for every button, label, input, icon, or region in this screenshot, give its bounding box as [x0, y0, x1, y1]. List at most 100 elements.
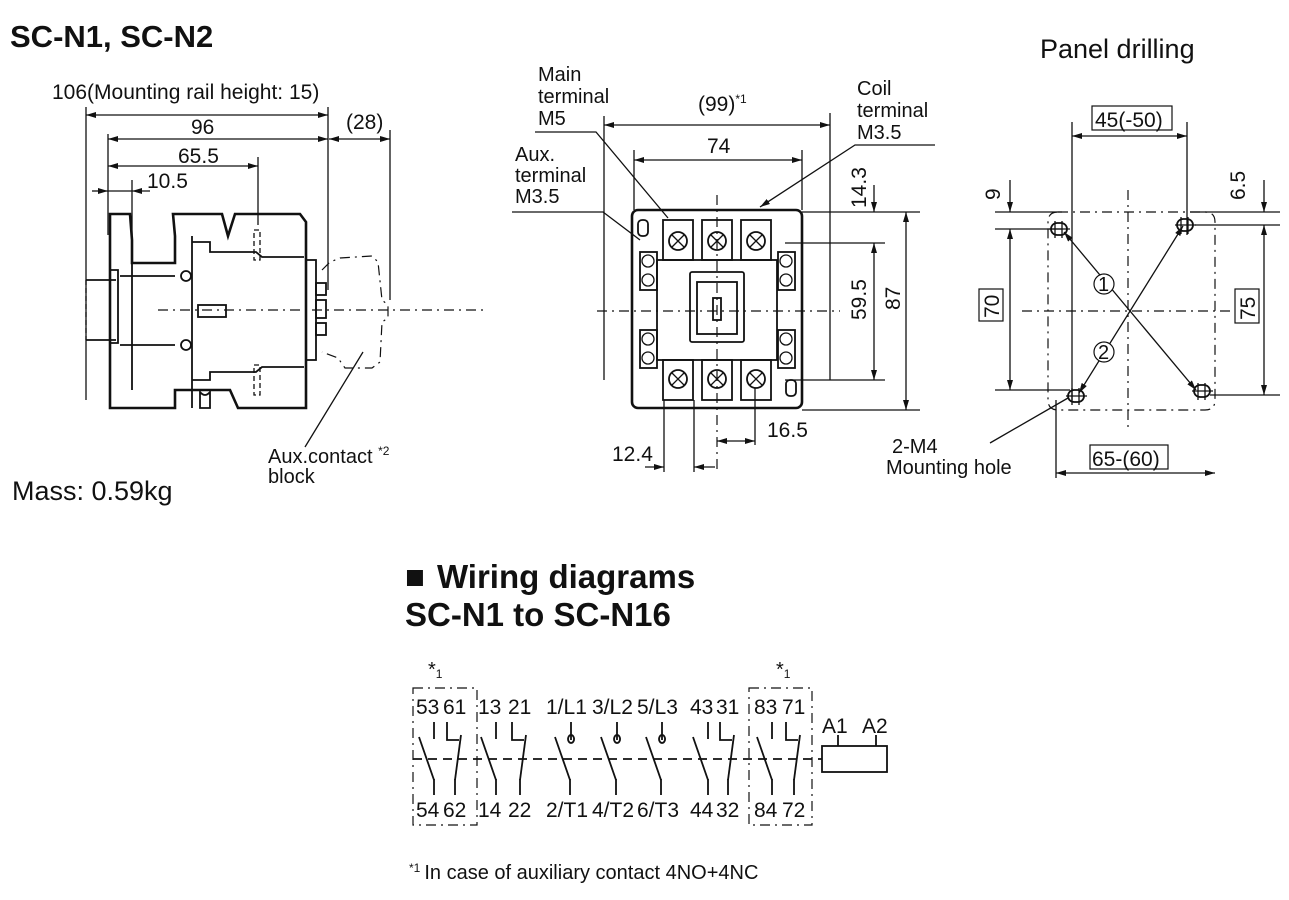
- contact-blade: [554, 736, 571, 781]
- star-right: *1: [776, 659, 791, 681]
- dim-87: 87: [882, 287, 905, 310]
- dim-65: 65-(60): [1092, 448, 1160, 471]
- terminal-stud: [315, 282, 327, 296]
- contactor-footprint: [1047, 211, 1216, 411]
- contact-bottom-label: 84: [754, 799, 778, 822]
- dim-box-65: [1089, 444, 1169, 470]
- dim-45: 45(-50): [1095, 109, 1163, 132]
- contact-main: 5/L3 6/T3: [637, 696, 679, 822]
- marker-1: 1: [1098, 274, 1109, 296]
- contact-main: 1/L1 2/T1: [546, 696, 588, 822]
- contact-bottom-label: 6/T3: [637, 799, 679, 822]
- body-slot: [197, 304, 227, 318]
- aux-contact-block-phantom: [321, 255, 389, 369]
- contact-lead-top: [719, 722, 732, 741]
- contact-nc: 21 22: [508, 696, 531, 822]
- top-terminal: [740, 219, 772, 261]
- bottom-terminal: [740, 359, 772, 401]
- dim-70: 70: [981, 295, 1004, 318]
- main-terminal-label-3: M5: [538, 108, 566, 130]
- contact-top-label: 83: [754, 696, 777, 719]
- hole-label-2: Mounting hole: [886, 457, 1012, 479]
- dim-74: 74: [707, 135, 731, 158]
- contact-top-label: 13: [478, 696, 501, 719]
- panel-drilling: 45(-50) 1 2 9 70: [886, 105, 1280, 479]
- contact-top-label: 5/L3: [637, 696, 678, 719]
- contact-lead-top: [446, 722, 459, 741]
- contact-bottom-label: 22: [508, 799, 531, 822]
- coil-a2-label: A2: [862, 715, 888, 738]
- contact-blade: [480, 736, 497, 781]
- contact-top-label: 1/L1: [546, 696, 587, 719]
- contact-bottom-label: 14: [478, 799, 502, 822]
- rail-clip: [110, 269, 119, 344]
- aux-contact-label-2: block: [268, 466, 316, 488]
- contactor-body-outline: [108, 212, 308, 410]
- aux-terminal-label-2: terminal: [515, 165, 586, 187]
- contact-bottom-label: 32: [716, 799, 739, 822]
- leader-aux-terminal: [512, 211, 641, 241]
- coil-terminal-label-1: Coil: [857, 78, 891, 100]
- marker-2: 2: [1098, 342, 1109, 364]
- contact-blade: [727, 734, 735, 781]
- contact-blade: [418, 736, 435, 781]
- star-left: *1: [428, 659, 443, 681]
- dim-16-5: 16.5: [767, 419, 808, 442]
- contact-bottom-label: 4/T2: [592, 799, 634, 822]
- wiring-subtitle: SC-N1 to SC-N16: [405, 596, 671, 633]
- dim-65-5: 65.5: [178, 145, 219, 168]
- dim-9: 9: [982, 188, 1005, 200]
- aux-contact-label: Aux.contact *2: [268, 444, 390, 468]
- contact-nc: 61 62: [443, 696, 466, 822]
- dim-59-5: 59.5: [848, 279, 871, 320]
- dim-box-70: [978, 288, 1004, 322]
- dim-12-4: 12.4: [612, 443, 653, 466]
- coil-a1-label: A1: [822, 715, 848, 738]
- dim-75: 75: [1237, 297, 1260, 320]
- body-foot-detail: [199, 389, 211, 409]
- rail: [86, 279, 116, 341]
- wiring-title: ■Wiring diagrams: [405, 558, 695, 595]
- leader-main-terminal: [535, 131, 669, 219]
- front-view: Main terminal M5 Aux. terminal M3.5 Coil…: [512, 64, 935, 472]
- side-aux-terminals: [637, 219, 797, 397]
- body-pin: [180, 339, 192, 351]
- side-view: 106(Mounting rail height: 15) 96 (28) 65…: [12, 81, 485, 506]
- aux-terminal-label-1: Aux.: [515, 144, 555, 166]
- dim-box-45: [1091, 105, 1173, 131]
- contact-lead-top: [613, 722, 621, 744]
- aux-box-left: [412, 687, 478, 826]
- coil-symbol: [821, 745, 888, 773]
- terminal-stud: [315, 299, 327, 319]
- hole-label-1: 2-M4: [892, 436, 938, 458]
- contact-blade: [793, 734, 801, 781]
- marker-circle-2: [1093, 341, 1115, 363]
- contact-top-label: 61: [443, 696, 466, 719]
- marker-circle-1: [1093, 273, 1115, 295]
- contact-nc: 71 72: [782, 696, 805, 822]
- contact-blade: [519, 734, 527, 781]
- contact-bottom-label: 62: [443, 799, 466, 822]
- hidden-slot-top: [253, 229, 261, 261]
- coil-terminal-label-3: M3.5: [857, 122, 901, 144]
- wiring-section: ■Wiring diagrams SC-N1 to SC-N16 *1 *1 5…: [405, 558, 888, 884]
- leader-coil-terminal: [759, 144, 935, 208]
- top-terminal: [662, 219, 694, 261]
- contact-blade: [692, 736, 709, 781]
- contact-top-label: 71: [782, 696, 805, 719]
- contact-blade: [756, 736, 773, 781]
- dim-10-5: 10.5: [147, 170, 188, 193]
- contact-bottom-label: 72: [782, 799, 805, 822]
- main-terminal-label-1: Main: [538, 64, 581, 86]
- hidden-slot-bottom: [253, 364, 261, 396]
- contact-top-label: 21: [508, 696, 531, 719]
- contact-blade: [600, 736, 617, 781]
- dim-14-3: 14.3: [848, 167, 871, 208]
- contact-bottom-label: 54: [416, 799, 440, 822]
- contact-bottom-label: 2/T1: [546, 799, 588, 822]
- diagonal-2: [1078, 225, 1184, 394]
